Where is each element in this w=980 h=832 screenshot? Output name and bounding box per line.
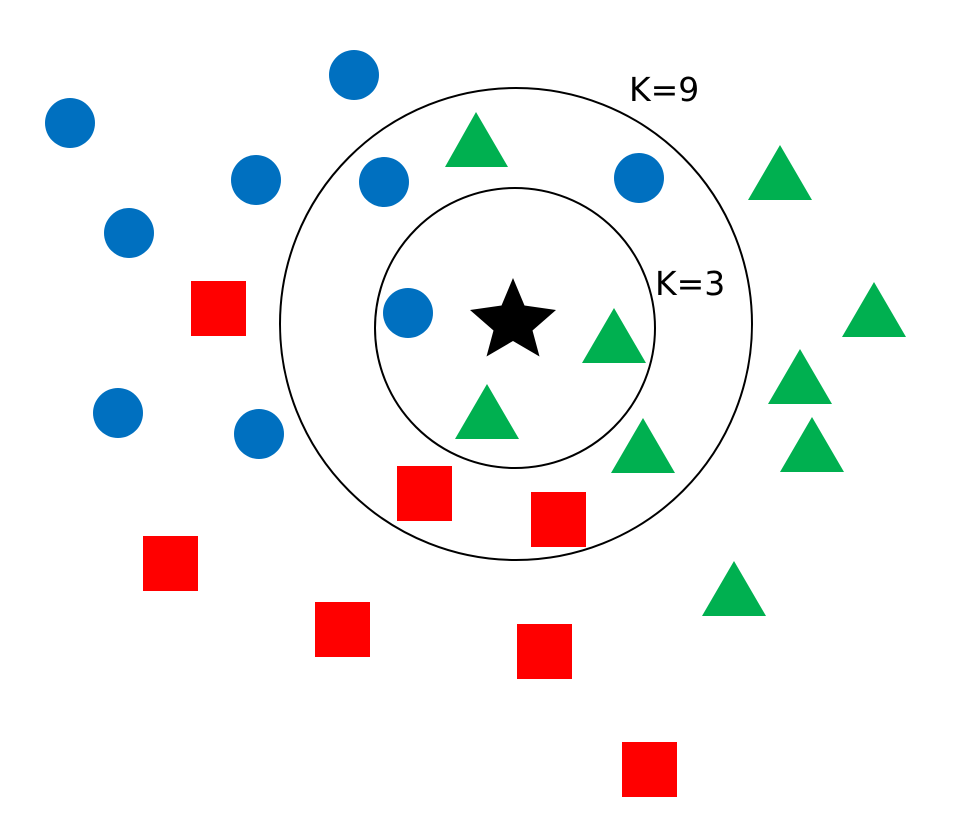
triangle-class-points — [445, 112, 906, 616]
triangle-point — [455, 384, 519, 439]
square-point — [397, 466, 452, 521]
circle-point — [231, 155, 281, 205]
k9-label: K=9 — [629, 70, 699, 109]
circle-point — [359, 157, 409, 207]
square-point — [191, 281, 246, 336]
circle-point — [234, 409, 284, 459]
circle-point — [104, 208, 154, 258]
triangle-point — [780, 417, 844, 472]
triangle-point — [842, 282, 906, 337]
triangle-point — [611, 418, 675, 473]
triangle-point — [582, 308, 646, 363]
square-point — [315, 602, 370, 657]
circle-class-points — [45, 50, 664, 459]
triangle-point — [702, 561, 766, 616]
k9-neighborhood-ring — [279, 87, 753, 561]
square-point — [143, 536, 198, 591]
square-class-points — [143, 281, 677, 797]
circle-point — [383, 288, 433, 338]
circle-point — [614, 153, 664, 203]
triangle-point — [445, 112, 508, 167]
square-point — [622, 742, 677, 797]
square-point — [531, 492, 586, 547]
circle-point — [93, 388, 143, 438]
star-icon — [470, 278, 556, 357]
k3-neighborhood-ring — [374, 187, 656, 469]
square-point — [517, 624, 572, 679]
triangle-point — [748, 145, 812, 200]
triangle-point — [768, 349, 832, 404]
circle-point — [329, 50, 379, 100]
k3-label: K=3 — [655, 264, 725, 303]
circle-point — [45, 98, 95, 148]
